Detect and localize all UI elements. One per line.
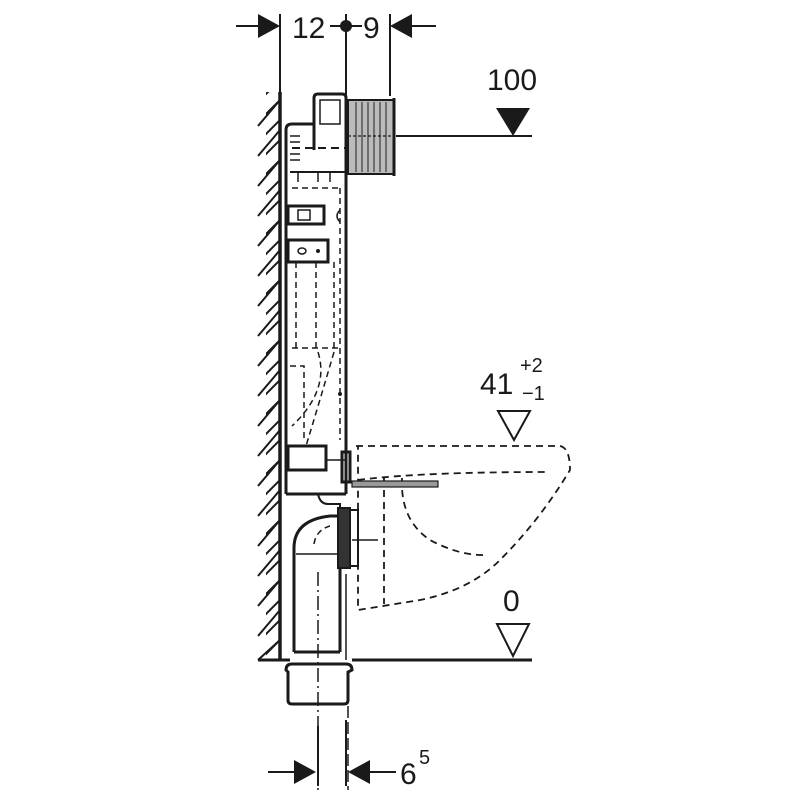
- dimension-9-label: 9: [363, 12, 380, 45]
- level-41-tol-minus: −1: [522, 383, 545, 405]
- dimension-point-icon: [340, 20, 352, 32]
- cistern-frame: [284, 92, 396, 496]
- level-100-label: 100: [487, 64, 537, 97]
- dimension-12-label: 12: [292, 12, 325, 45]
- dimension-6-sup-label: 5: [419, 747, 430, 769]
- arrow-left-icon: [390, 14, 412, 38]
- drain-pipe: [284, 493, 378, 790]
- level-41: 41 +2 −1: [480, 355, 545, 443]
- level-marker-filled-icon: [496, 108, 530, 136]
- bottom-dimension: 6 5: [268, 720, 430, 791]
- level-0: 0: [495, 585, 531, 659]
- arrow-right-icon: [258, 14, 280, 38]
- arrow-left-icon: [348, 760, 370, 784]
- top-dimension: 12 9: [236, 12, 436, 96]
- level-0-label: 0: [503, 585, 520, 618]
- level-marker-open-icon: [495, 623, 531, 659]
- toilet-bowl: [356, 445, 571, 612]
- arrow-right-icon: [294, 760, 316, 784]
- level-marker-open-icon: [496, 410, 532, 443]
- wall: [236, 92, 282, 661]
- flush-plate: [347, 99, 395, 175]
- level-100: 100: [396, 64, 537, 137]
- level-41-label: 41: [480, 368, 513, 401]
- level-41-tol-plus: +2: [520, 355, 543, 377]
- mounting-bolt: [351, 480, 439, 488]
- dimension-6-label: 6: [400, 758, 417, 791]
